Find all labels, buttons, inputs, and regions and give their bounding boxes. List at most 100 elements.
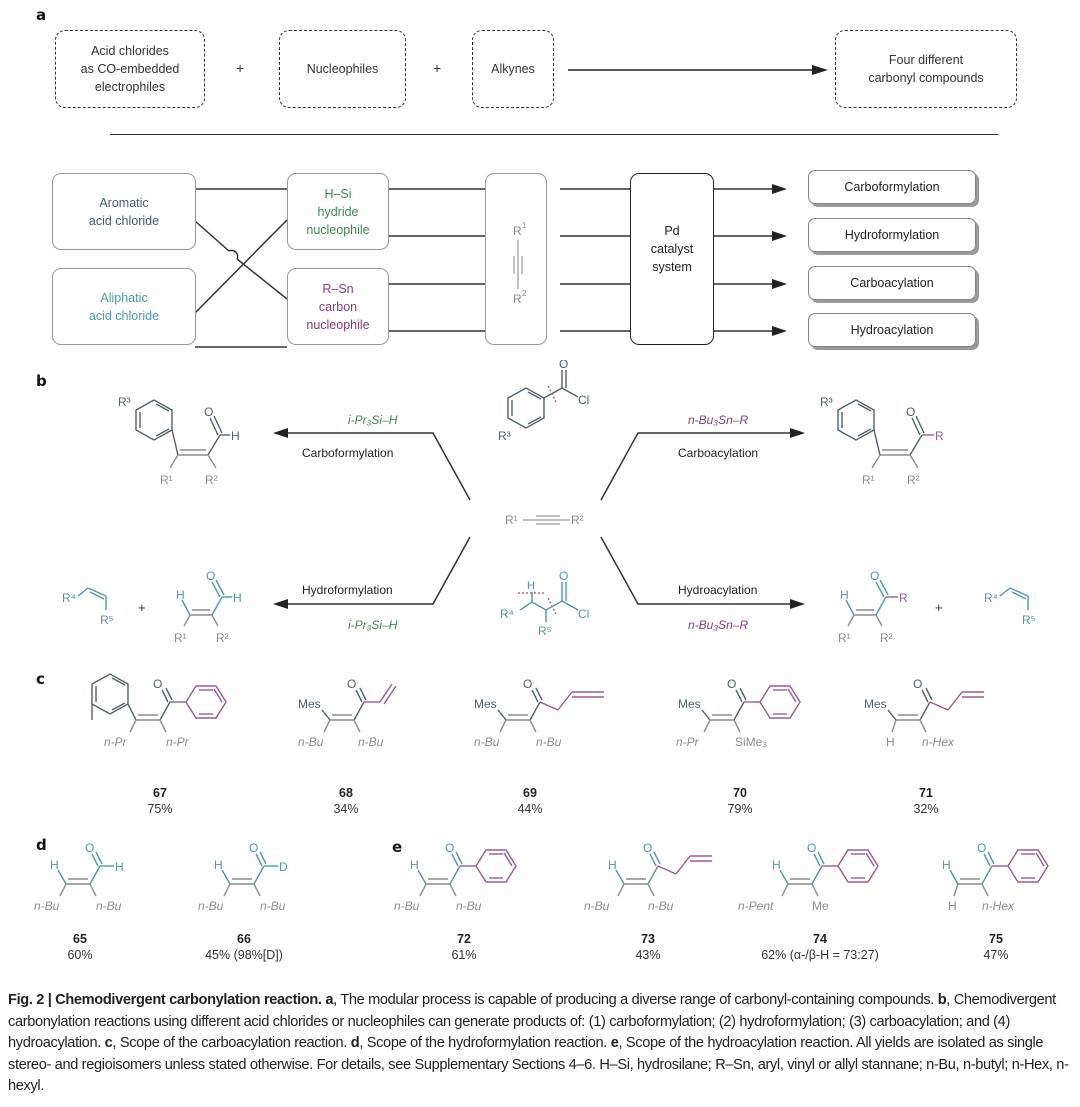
caption-text-e: , Scope of the hydroacylation reaction. … — [8, 1035, 1069, 1095]
substituent-right: Me — [812, 899, 829, 913]
vinyl-h: H — [840, 588, 849, 602]
alkyne-r2: R — [513, 292, 522, 306]
substituent-right: n-Bu — [358, 735, 384, 749]
compound-74-structure — [779, 849, 879, 897]
mes-label: Mes — [864, 697, 887, 711]
caption-text-b: , Chemodivergent carbonylation reactions… — [8, 992, 1056, 1052]
substituent-left: n-Pr — [676, 735, 700, 749]
formyl-h: H — [115, 860, 124, 874]
alkyne-r1-sup: 1 — [522, 221, 527, 230]
panel-e-label: e — [392, 838, 403, 856]
label-hydroacylation: Hydroacylation — [678, 583, 757, 597]
compound-yield: 60% — [67, 948, 93, 962]
compound-number: 68 — [339, 786, 353, 800]
acyl-r: R — [935, 429, 944, 443]
vinyl-h: H — [608, 858, 617, 872]
plus-sign: + — [236, 60, 245, 76]
compound-65-structure — [57, 851, 114, 897]
central-alkyne: R¹ R² — [505, 513, 584, 527]
compound-73-structure — [615, 851, 712, 897]
compound-number: 72 — [457, 932, 471, 946]
input-box-nucleophiles: Nucleophiles — [279, 30, 406, 108]
vinyl-h: H — [410, 858, 419, 872]
carbonyl-o: O — [906, 405, 915, 419]
box-line: nucleophile — [306, 317, 370, 332]
r5-label: R⁵ — [1022, 613, 1036, 627]
substituent-left: n-Bu — [394, 899, 420, 913]
compound-68-structure — [321, 683, 397, 733]
input-line: Nucleophiles — [306, 62, 379, 76]
r1-label: R¹ — [160, 473, 173, 487]
compound-69-structure — [497, 687, 604, 733]
label-hydroformylation: Hydroformylation — [302, 583, 393, 597]
input-box-alkynes: Alkynes — [472, 30, 554, 108]
alkyne-box: R 1 R 2 — [485, 173, 547, 345]
plus-sign: + — [138, 600, 146, 615]
box-line: acid chloride — [88, 213, 160, 228]
input-line: Alkynes — [491, 62, 535, 76]
compound-yield: 43% — [635, 948, 661, 962]
panel-c-label: c — [36, 670, 45, 688]
vinyl-h: H — [942, 858, 951, 872]
reagent-carboformylation: i-Pr₃Si–H — [348, 413, 398, 427]
hydroacylation-product — [845, 579, 898, 627]
carbonyl-o: O — [559, 360, 568, 371]
box-line: Aliphatic — [100, 290, 148, 305]
r3-label: R³ — [118, 395, 131, 409]
label-carboacylation: Carboacylation — [678, 446, 758, 460]
r3-label: R³ — [498, 429, 511, 443]
acyl-r: R — [899, 591, 908, 605]
aromatic-acid-chloride-structure — [507, 370, 579, 429]
compound-number: 69 — [523, 786, 537, 800]
box-line: system — [652, 260, 692, 274]
compound-number: 66 — [237, 932, 251, 946]
compound-yield: 61% — [451, 948, 477, 962]
substituent-left: n-Bu — [298, 735, 324, 749]
compound-number: 70 — [733, 786, 747, 800]
vinyl-h: H — [176, 588, 185, 602]
substituent-right: n-Pr — [166, 735, 190, 749]
compound-75-structure — [949, 849, 1049, 897]
carbonyl-o: O — [523, 677, 532, 691]
alkyne-r1: R¹ — [505, 513, 518, 527]
carboformylation-product — [135, 399, 230, 469]
caption-label-c: c — [104, 1035, 113, 1052]
substituent-right: n-Bu — [456, 899, 482, 913]
carbonyl-o: O — [643, 841, 652, 855]
caption-title: Fig. 2 | Chemodivergent carbonylation re… — [8, 992, 322, 1008]
r2-label: R² — [880, 631, 893, 645]
substituent-left: n-Pr — [104, 735, 128, 749]
carbonyl-o: O — [870, 569, 879, 583]
carbonyl-o: O — [445, 841, 454, 855]
formyl-h: H — [231, 429, 240, 443]
caption-label-e: e — [610, 1035, 619, 1052]
alkyne-structure: R 1 R 2 — [513, 221, 527, 306]
aliphatic-acid-chloride-structure — [518, 582, 579, 622]
substituent-left: n-Bu — [584, 899, 610, 913]
carbonyl-o: O — [204, 405, 213, 419]
caption-label-b: b — [937, 992, 947, 1008]
r2-label: R² — [205, 473, 218, 487]
compound-number: 67 — [153, 786, 167, 800]
r4-label: R⁴ — [500, 607, 514, 621]
compound-yield: 75% — [147, 802, 173, 816]
substituent-right: n-Hex — [982, 899, 1015, 913]
r5-label: R⁵ — [100, 613, 114, 627]
alkene-byproduct-right — [999, 587, 1029, 610]
r4-label: R⁴ — [984, 591, 998, 605]
compound-yield: 79% — [727, 802, 753, 816]
r4-label: R⁴ — [62, 591, 76, 605]
overall-reaction-arrow — [568, 65, 828, 75]
carboacylation-product — [837, 399, 934, 469]
label-carboformylation: Carboformylation — [302, 446, 393, 460]
compound-yield: 45% (98%[D]) — [205, 948, 283, 962]
compound-70-structure — [701, 685, 801, 733]
panel-c-structures: O n-Pr n-Pr Mes O n-Bu n-Bu — [91, 673, 984, 749]
compound-67-structure — [91, 673, 227, 733]
box-line: acid chloride — [88, 308, 160, 323]
box-line: Aromatic — [99, 195, 149, 210]
input-line: electrophiles — [94, 80, 166, 94]
mes-label: Mes — [678, 697, 701, 711]
